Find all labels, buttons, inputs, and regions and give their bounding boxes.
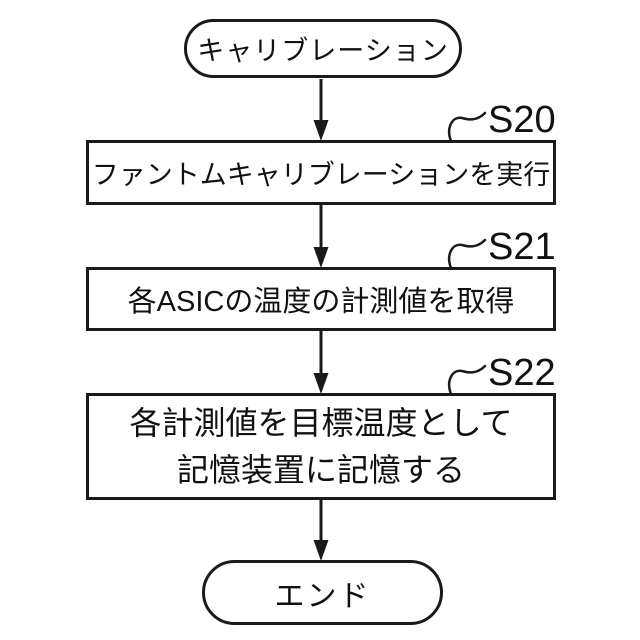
leader-line-s22	[447, 364, 487, 396]
process-text-line-2: 記憶装置に記憶する	[176, 451, 465, 488]
leader-line-s21	[447, 238, 487, 270]
start-terminal: キャリブレーション	[184, 19, 462, 78]
step-label-s21: S21	[488, 226, 556, 268]
end-terminal-label: エンド	[274, 579, 371, 613]
leader-line-s20	[447, 111, 487, 143]
process-box-s21: 各ASICの温度の計測値を取得	[86, 267, 556, 331]
step-label-s22: S22	[488, 352, 556, 394]
process-text: 各ASICの温度の計測値を取得	[127, 286, 515, 318]
process-text-line-1: 各計測値を目標温度として	[129, 404, 513, 441]
arrow-down-2	[313, 204, 329, 268]
process-box-s20: ファントムキャリブレーションを実行	[86, 140, 556, 205]
arrow-down-3	[313, 330, 329, 394]
arrow-down-1	[313, 79, 329, 141]
start-terminal-label: キャリブレーション	[197, 36, 449, 66]
step-label-s20: S20	[488, 99, 556, 141]
end-terminal: エンド	[202, 560, 443, 625]
arrow-down-4	[313, 499, 329, 561]
process-text: ファントムキャリブレーションを実行	[91, 160, 551, 190]
process-box-s22: 各計測値を目標温度として 記憶装置に記憶する	[86, 393, 556, 500]
